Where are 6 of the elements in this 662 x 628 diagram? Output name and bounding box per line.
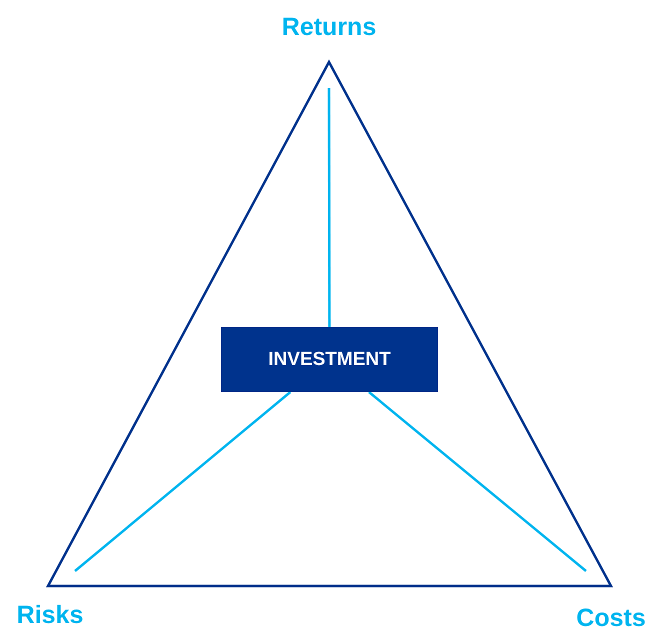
investment-box: INVESTMENT	[221, 327, 438, 392]
connector-line	[74, 391, 292, 572]
corner-label: Costs	[568, 604, 654, 628]
corner-label: Returns	[279, 13, 379, 41]
connector-line	[368, 391, 587, 572]
corner-label: Risks	[10, 601, 90, 628]
